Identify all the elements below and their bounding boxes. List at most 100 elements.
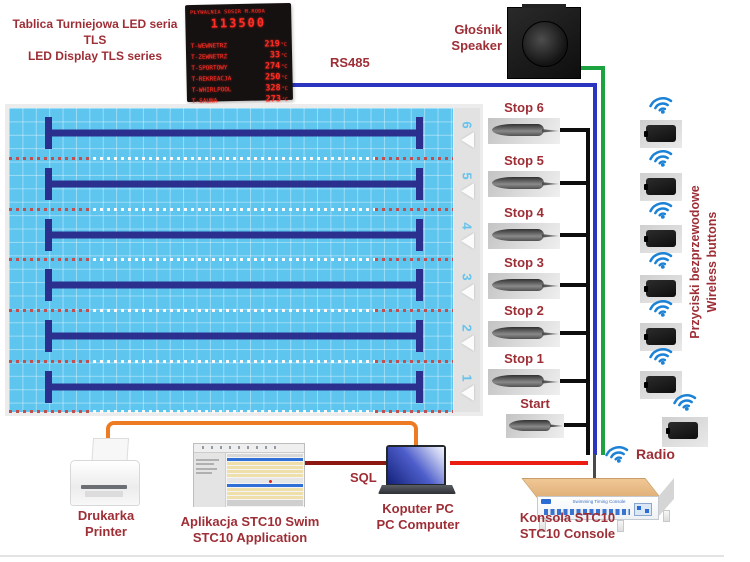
console-antenna xyxy=(593,454,596,480)
stop3-connector xyxy=(558,283,588,287)
lane-rope xyxy=(9,207,453,211)
speaker-label-en: Speaker xyxy=(451,38,502,53)
led-row-label: T-REKREACJA xyxy=(191,75,232,83)
console-panel-text: Swimming Timing Console xyxy=(572,499,626,504)
pool-lane-6 xyxy=(9,108,453,161)
wifi-icon xyxy=(673,394,697,411)
rs485-line-vertical xyxy=(593,83,597,455)
stop1-connector xyxy=(558,379,588,383)
wireless-button-image xyxy=(640,371,682,399)
app-main-area xyxy=(226,453,304,507)
wifi-icon xyxy=(649,252,673,269)
wireless-button-image xyxy=(640,275,682,303)
start-block-icon xyxy=(460,131,474,148)
stop-button-label: Stop 3 xyxy=(504,255,544,270)
radio-wifi-icon-wrap xyxy=(604,444,630,468)
wireless-button-2 xyxy=(640,298,682,351)
rs485-line-horizontal xyxy=(291,83,597,87)
stop-button-label: Stop 1 xyxy=(504,351,544,366)
pool-lane-3 xyxy=(9,260,453,313)
led-row-unit: °C xyxy=(281,96,289,104)
wireless-button-6 xyxy=(640,95,682,148)
stop-button-1: Stop 1 xyxy=(488,351,560,395)
wireless-button-5 xyxy=(640,148,682,201)
stop-button-5: Stop 5 xyxy=(488,153,560,197)
wireless-button-4 xyxy=(640,200,682,253)
stop-button-image xyxy=(488,118,560,144)
computer-label-en: PC Computer xyxy=(376,517,460,532)
speaker-line-horizontal xyxy=(572,66,605,70)
speaker-label: Głośnik Speaker xyxy=(434,22,502,54)
stop4-connector xyxy=(558,233,588,237)
lane-number: 3 xyxy=(459,273,475,281)
start-block: 5 xyxy=(454,159,480,210)
console-keypad xyxy=(634,503,652,516)
printer-laptop-line xyxy=(106,421,418,445)
console-top-surface xyxy=(521,478,661,498)
start-block-icon xyxy=(460,283,474,300)
start-button-image xyxy=(506,414,564,438)
lane-number: 2 xyxy=(459,323,475,332)
console-label: Konsola STC10 STC10 Console xyxy=(505,510,630,542)
app-body xyxy=(194,453,304,507)
wireless-button-image xyxy=(640,323,682,351)
application-label: Aplikacja STC10 Swim STC10 Application xyxy=(172,514,328,546)
diagram-title-pl: Tablica Turniejowa LED seria TLS xyxy=(12,17,178,47)
wireless-button-image xyxy=(640,173,682,201)
lane-number: 1 xyxy=(459,374,475,382)
lane-rope xyxy=(9,410,453,414)
stop-button-label: Stop 5 xyxy=(504,153,544,168)
led-row-label: T-WEWNETRZ xyxy=(190,42,228,51)
wifi-icon xyxy=(649,348,673,365)
stop-button-image xyxy=(488,171,560,197)
console-leg xyxy=(617,520,624,532)
speaker-cone xyxy=(522,21,568,67)
pool-lane-4 xyxy=(9,209,453,262)
printer-body xyxy=(70,460,140,506)
console-label-en: STC10 Console xyxy=(519,526,616,541)
radio-label: Radio xyxy=(636,446,675,462)
speaker-image xyxy=(507,4,581,79)
lane-rope xyxy=(9,157,453,161)
start-button: Start xyxy=(506,396,564,438)
led-display-board: PŁYWALNIA SOSIR M.RODA 113500 T-WEWNETRZ… xyxy=(184,2,294,105)
stop-button-3: Stop 3 xyxy=(488,255,560,299)
application-label-en: STC10 Application xyxy=(192,530,308,545)
printer-tray xyxy=(85,491,123,497)
wifi-icon xyxy=(649,202,673,219)
wireless-label-en: Wireless buttons xyxy=(705,211,719,313)
start-block: 2 xyxy=(454,311,480,362)
stop-button-label: Stop 4 xyxy=(504,205,544,220)
sql-label: SQL xyxy=(350,470,377,485)
pool-lane-1 xyxy=(9,361,453,414)
pool-lane-2 xyxy=(9,311,453,363)
start-block: 4 xyxy=(454,209,480,260)
start-block: 6 xyxy=(454,108,480,159)
lane-rope xyxy=(9,309,453,313)
pool-lane-5 xyxy=(9,159,453,211)
printer-slot xyxy=(81,485,127,489)
wireless-button-image xyxy=(640,120,682,148)
start-button-label: Start xyxy=(520,396,550,411)
wireless-label-pl: Przyciski bezprzewodowe xyxy=(688,185,702,339)
wireless-start-button xyxy=(662,392,708,447)
computer-label: Koputer PC PC Computer xyxy=(360,501,476,533)
stop-button-6: Stop 6 xyxy=(488,100,560,144)
console-logo xyxy=(541,499,551,504)
wifi-icon xyxy=(649,97,673,114)
console-front-panel: Swimming Timing Console xyxy=(537,496,659,520)
stop-button-image xyxy=(488,223,560,249)
laptop-base xyxy=(378,485,456,494)
application-label-pl: Aplikacja STC10 Swim xyxy=(180,514,320,529)
stop-button-label: Stop 6 xyxy=(504,100,544,115)
stop-button-label: Stop 2 xyxy=(504,303,544,318)
console-button-row xyxy=(544,509,630,515)
printer-image xyxy=(70,438,142,508)
stop2-connector xyxy=(558,331,588,335)
printer-label-pl: Drukarka xyxy=(77,508,135,523)
wifi-icon xyxy=(649,300,673,317)
wireless-button-3 xyxy=(640,250,682,303)
start-block: 3 xyxy=(454,260,480,311)
lane-rope xyxy=(9,359,453,363)
led-row-value: 273 xyxy=(265,94,282,105)
